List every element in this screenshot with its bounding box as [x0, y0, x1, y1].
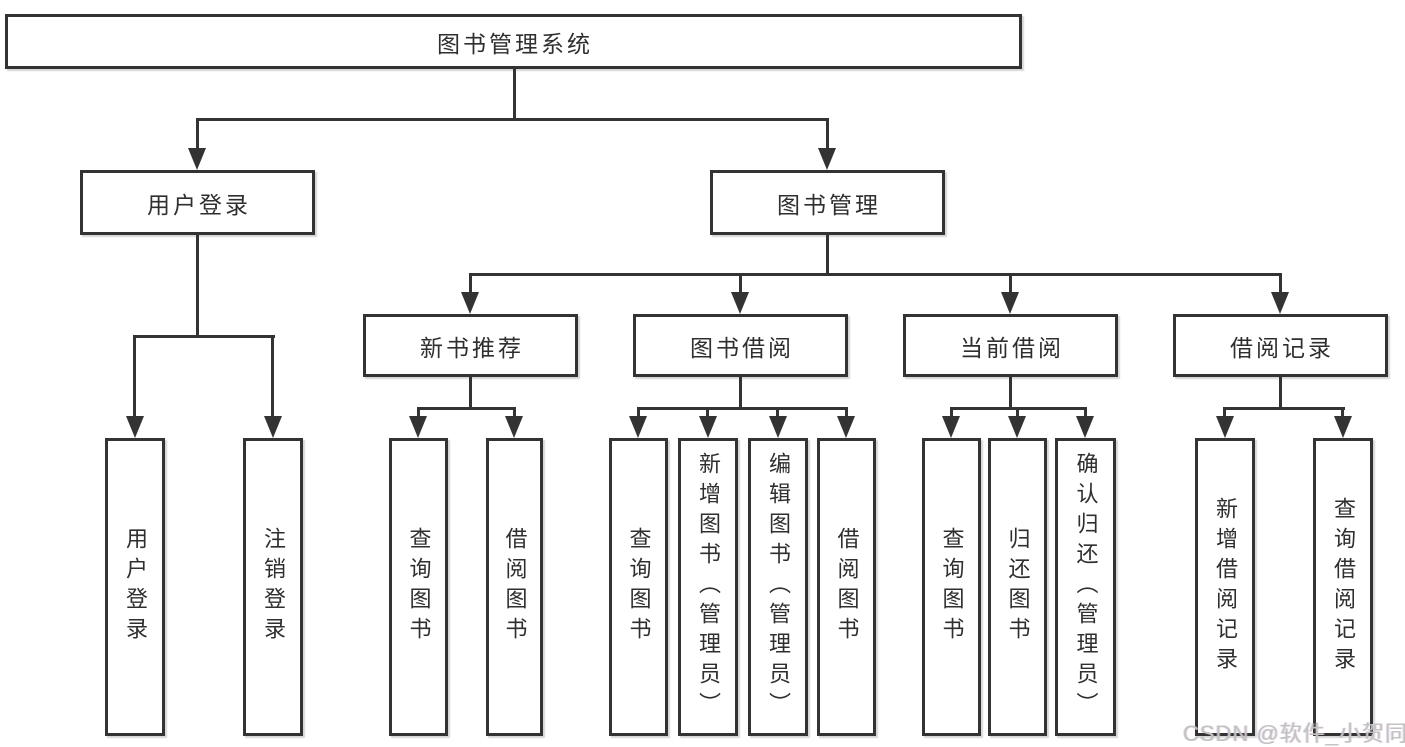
- connector-line: [950, 407, 953, 417]
- node-leaf-add-borrow-record-label: 新增借阅记录: [1213, 497, 1238, 677]
- arrow-down-icon: [1076, 416, 1094, 438]
- node-borrowing-records: 借阅记录: [1173, 314, 1388, 377]
- node-leaf-add-books-admin: 新增图书（管理员）: [678, 438, 738, 736]
- node-leaf-query-books-recommend-label: 查询图书: [406, 527, 432, 647]
- arrow-down-icon: [461, 292, 479, 314]
- connector-line: [739, 273, 742, 293]
- connector-line: [513, 407, 516, 417]
- node-current-borrowing-label: 当前借阅: [960, 334, 1064, 361]
- node-leaf-borrow-books-recommend-label: 借阅图书: [502, 527, 528, 647]
- node-leaf-query-books-borrowing-label: 查询图书: [626, 527, 652, 647]
- connector-line: [1009, 377, 1012, 407]
- connector-line: [1009, 273, 1012, 293]
- arrow-down-icon: [409, 416, 427, 438]
- connector-line: [133, 335, 275, 338]
- node-book-management-label: 图书管理: [777, 191, 881, 218]
- connector-line: [513, 69, 516, 118]
- connector-line: [739, 377, 742, 407]
- arrow-down-icon: [837, 416, 855, 438]
- connector-line: [469, 377, 472, 407]
- node-leaf-logout-label: 注销登录: [261, 527, 286, 647]
- arrow-down-icon: [1008, 416, 1026, 438]
- connector-line: [469, 273, 1281, 276]
- arrow-down-icon: [188, 148, 206, 170]
- csdn-watermark: CSDN @软件_小贺同学: [1183, 721, 1405, 746]
- node-leaf-query-books-borrowing: 查询图书: [609, 438, 668, 736]
- arrow-down-icon: [505, 416, 523, 438]
- node-book-borrowing: 图书借阅: [633, 314, 848, 377]
- node-root-label: 图书管理系统: [437, 30, 593, 57]
- connector-line: [1223, 407, 1226, 417]
- node-leaf-user-login: 用户登录: [105, 438, 165, 736]
- node-leaf-confirm-return-admin: 确认归还（管理员）: [1055, 438, 1116, 736]
- arrow-down-icon: [126, 416, 144, 438]
- connector-line: [196, 118, 829, 121]
- connector-line: [1279, 377, 1282, 407]
- node-leaf-query-borrow-record-label: 查询借阅记录: [1331, 497, 1356, 677]
- connector-line: [417, 407, 420, 417]
- node-leaf-borrow-books-borrowing: 借阅图书: [817, 438, 876, 736]
- connector-line: [1016, 407, 1019, 417]
- connector-line: [1341, 407, 1344, 417]
- arrow-down-icon: [1271, 292, 1289, 314]
- node-borrowing-records-label: 借阅记录: [1230, 334, 1334, 361]
- connector-line: [845, 407, 848, 417]
- arrow-down-icon: [818, 148, 836, 170]
- node-leaf-query-books-current-label: 查询图书: [939, 527, 965, 647]
- node-user-login: 用户登录: [80, 170, 315, 235]
- connector-line: [706, 407, 709, 417]
- node-book-management: 图书管理: [710, 170, 945, 235]
- node-leaf-edit-books-admin-label: 编辑图书（管理员）: [766, 452, 791, 722]
- arrow-down-icon: [769, 416, 787, 438]
- node-new-book-recommend: 新书推荐: [363, 314, 578, 377]
- node-leaf-logout: 注销登录: [243, 438, 303, 736]
- node-new-book-recommend-label: 新书推荐: [420, 334, 524, 361]
- node-leaf-borrow-books-recommend: 借阅图书: [486, 438, 543, 736]
- arrow-down-icon: [699, 416, 717, 438]
- node-leaf-user-login-label: 用户登录: [123, 527, 148, 647]
- connector-line: [133, 335, 136, 416]
- connector-line: [196, 235, 199, 335]
- node-leaf-query-books-current: 查询图书: [922, 438, 981, 736]
- arrow-down-icon: [629, 416, 647, 438]
- node-leaf-return-books-label: 归还图书: [1005, 527, 1031, 647]
- node-book-borrowing-label: 图书借阅: [690, 334, 794, 361]
- arrow-down-icon: [1001, 292, 1019, 314]
- node-current-borrowing: 当前借阅: [903, 314, 1118, 377]
- connector-line: [271, 335, 274, 416]
- node-leaf-query-borrow-record: 查询借阅记录: [1313, 438, 1373, 736]
- connector-line: [417, 407, 516, 410]
- connector-line: [637, 407, 848, 410]
- arrow-down-icon: [264, 416, 282, 438]
- node-user-login-label: 用户登录: [147, 191, 251, 218]
- arrow-down-icon: [1216, 416, 1234, 438]
- connector-line: [1279, 273, 1282, 293]
- node-leaf-query-books-recommend: 查询图书: [389, 438, 448, 736]
- connector-line: [826, 235, 829, 273]
- arrow-down-icon: [942, 416, 960, 438]
- connector-line: [1084, 407, 1087, 417]
- node-leaf-edit-books-admin: 编辑图书（管理员）: [748, 438, 808, 736]
- node-leaf-add-books-admin-label: 新增图书（管理员）: [696, 452, 721, 722]
- connector-line: [469, 273, 472, 293]
- node-leaf-return-books: 归还图书: [988, 438, 1047, 736]
- arrow-down-icon: [731, 292, 749, 314]
- node-leaf-confirm-return-admin-label: 确认归还（管理员）: [1073, 452, 1099, 722]
- connector-line: [826, 118, 829, 150]
- arrow-down-icon: [1334, 416, 1352, 438]
- connector-line: [1223, 407, 1345, 410]
- node-leaf-borrow-books-borrowing-label: 借阅图书: [834, 527, 860, 647]
- node-leaf-add-borrow-record: 新增借阅记录: [1195, 438, 1255, 736]
- connector-line: [637, 407, 640, 417]
- connector-line: [196, 118, 199, 150]
- node-root: 图书管理系统: [5, 14, 1022, 69]
- connector-line: [776, 407, 779, 417]
